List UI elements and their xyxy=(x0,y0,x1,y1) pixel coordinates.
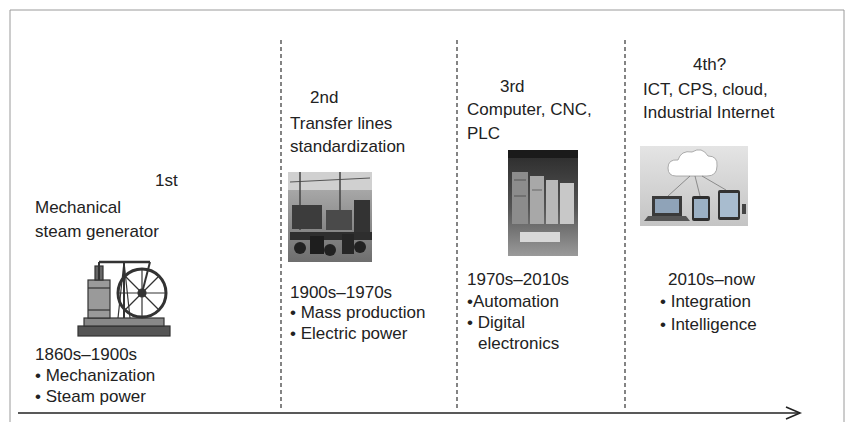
bullet-item: • Electric power xyxy=(290,323,407,344)
bullet-item: • Digital electronics xyxy=(467,312,588,354)
time-axis xyxy=(18,412,798,414)
date-range: 2010s–now xyxy=(668,269,755,290)
era-number: 4th? xyxy=(693,54,726,75)
computer-room-photo xyxy=(508,150,578,256)
date-range: 1970s–2010s xyxy=(467,269,569,290)
era-technology: Computer, CNC, PLC xyxy=(467,98,592,146)
era-separator xyxy=(624,40,625,411)
factory-photo xyxy=(288,172,372,262)
era-technology: Mechanical steam generator xyxy=(35,196,165,244)
bullet-item: • Integration xyxy=(660,291,751,312)
date-range: 1900s–1970s xyxy=(290,282,392,303)
bullet-item: • Intelligence xyxy=(660,314,757,335)
era-technology: ICT, CPS, cloud, Industrial Internet xyxy=(643,78,833,124)
time-axis-head xyxy=(786,407,800,419)
bullet-item: •Automation xyxy=(467,291,559,312)
cloud-devices-illustration xyxy=(640,146,748,226)
bullet-item: • Mass production xyxy=(290,302,425,323)
era-technology: Transfer lines standardization xyxy=(290,112,440,158)
steam-engine-illustration xyxy=(78,262,170,336)
frame-border xyxy=(10,10,844,422)
era-number: 2nd xyxy=(310,87,338,108)
era-separator xyxy=(280,40,281,411)
era-number: 3rd xyxy=(500,76,525,97)
era-number: 1st xyxy=(155,170,178,191)
bullet-item: • Steam power xyxy=(35,386,146,407)
date-range: 1860s–1900s xyxy=(35,344,137,365)
era-separator xyxy=(456,40,457,411)
bullet-item: • Mechanization xyxy=(35,365,155,386)
